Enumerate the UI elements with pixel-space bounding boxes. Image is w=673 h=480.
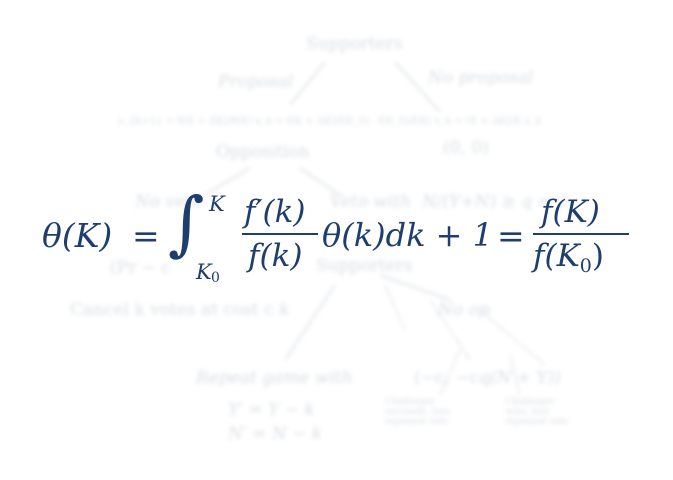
note-left: Challenger succeeds, loss repeated veto [385, 397, 450, 427]
edge-opposition-noveto [204, 167, 251, 196]
integral-lower-limit: K [196, 260, 212, 284]
n-update: N′ = N − k [228, 424, 323, 444]
equation-middle-term: θ(k)dk + 1 [322, 216, 494, 254]
edge-root-no-proposal [394, 61, 441, 113]
node-supporters-sub: Supporters [316, 256, 413, 276]
action-no-veto: No veto [135, 192, 203, 212]
payoff-bottom: (−c, −cq(N + Y)) [414, 368, 561, 388]
equals-sign-1: = [132, 216, 160, 255]
integral-upper-limit: K [209, 192, 225, 216]
edge-sub-b [429, 299, 471, 361]
main-equation: θ(K) = ∫ K K 0 f′(k) f(k) θ(k)dk + 1 = f… [0, 180, 673, 290]
fraction1-numerator: f′(k) [244, 194, 306, 230]
integral-lower-subscript: 0 [211, 270, 220, 286]
branch-no-proposal: No proposal [428, 68, 534, 88]
edge-opposition-veto [299, 167, 341, 196]
action-veto: Veto with [330, 192, 412, 212]
note-right: Challenger wins, loss repeated veto [505, 397, 569, 427]
equation-lhs: θ(K) [42, 216, 113, 255]
node-supporters-root: Supporters [306, 34, 403, 54]
equals-sign-2: = [497, 216, 525, 255]
edge-sub-c [479, 309, 546, 366]
payoff-left: (Pr − c [110, 258, 171, 278]
payoff-zero: (0, 0) [443, 138, 489, 158]
cancel-votes-text: Cancel k votes at cost c k [70, 300, 290, 320]
edge-sub-a [384, 284, 406, 331]
integral-sign: ∫ [168, 182, 205, 264]
edge-supporters-noop [379, 274, 451, 301]
iteration-formula: x_{k+1} = θ(K + ΔK)/θ(K) x_k = f(K + ΔK)… [118, 116, 542, 127]
fraction2-denominator: f(K0) [533, 238, 604, 277]
edge-sub-d [439, 349, 461, 396]
edge-root-proposal [289, 61, 326, 106]
fraction2-numerator: f(K) [541, 194, 600, 230]
fraction1-denominator: f(k) [248, 238, 303, 274]
node-opposition: Opposition [216, 142, 310, 162]
fraction2-bar [533, 233, 629, 235]
veto-condition: N/(Y+N) ≥ q = 2 [422, 192, 569, 212]
repeat-game-text: Repeat game with [196, 368, 353, 388]
edge-sub-e [509, 354, 521, 396]
y-update: Y′ = Y − k [228, 400, 315, 420]
fraction1-bar [242, 233, 318, 235]
branch-proposal: Proposal [218, 72, 294, 92]
edge-supporters-repeat [284, 284, 336, 361]
action-no-op: No op [438, 300, 490, 320]
